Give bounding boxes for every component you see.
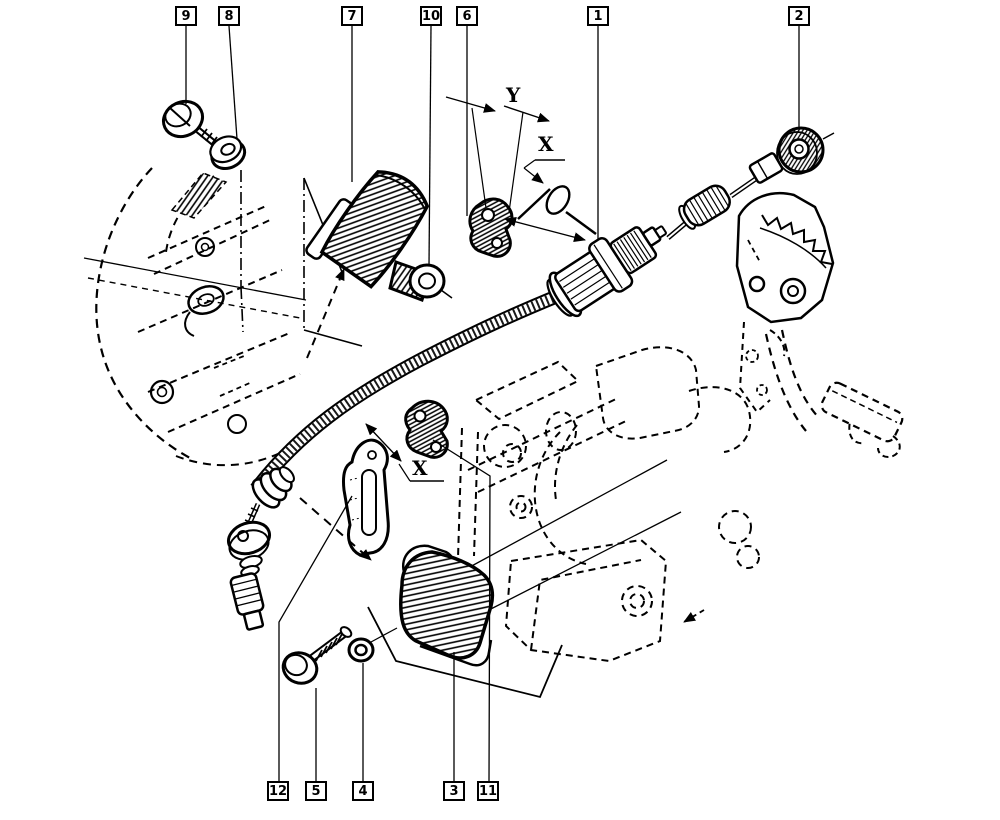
assembly-arrows bbox=[299, 268, 372, 561]
callout-7: 7 bbox=[341, 6, 363, 26]
callout-1: 1 bbox=[587, 6, 609, 26]
x-dimension-upper bbox=[504, 159, 597, 243]
pedal-assembly bbox=[735, 191, 904, 458]
callout-6: 6 bbox=[456, 6, 478, 26]
callout-3: 3 bbox=[443, 781, 465, 801]
rubber-pad-3 bbox=[367, 544, 563, 699]
cable-rod bbox=[666, 152, 784, 240]
clip-11 bbox=[404, 399, 449, 459]
callout-12: 12 bbox=[267, 781, 289, 801]
grommet-10 bbox=[408, 263, 453, 299]
cable-end-fitting bbox=[226, 466, 295, 631]
leader-lines bbox=[185, 25, 800, 782]
callout-2: 2 bbox=[788, 6, 810, 26]
washer-4 bbox=[347, 627, 398, 663]
adjuster-1 bbox=[546, 225, 667, 318]
x-dimension-lower bbox=[365, 423, 444, 482]
callout-5: 5 bbox=[305, 781, 327, 801]
callout-11: 11 bbox=[477, 781, 499, 801]
y-dimension bbox=[445, 96, 550, 213]
dimension-label-y: Y bbox=[506, 83, 521, 107]
dimension-label-x-lower: X bbox=[412, 456, 428, 480]
clip-6 bbox=[468, 197, 514, 258]
dimension-label-x-upper: X bbox=[538, 132, 554, 156]
clutch-housing bbox=[83, 167, 363, 467]
bracket-12 bbox=[342, 438, 390, 557]
callout-10: 10 bbox=[420, 6, 442, 26]
engine-block bbox=[454, 346, 760, 663]
callout-4: 4 bbox=[352, 781, 374, 801]
bolt-5 bbox=[281, 626, 353, 685]
grommet-2 bbox=[776, 126, 835, 175]
callout-8: 8 bbox=[218, 6, 240, 26]
clutch-cable bbox=[256, 295, 560, 489]
callout-9: 9 bbox=[175, 6, 197, 26]
